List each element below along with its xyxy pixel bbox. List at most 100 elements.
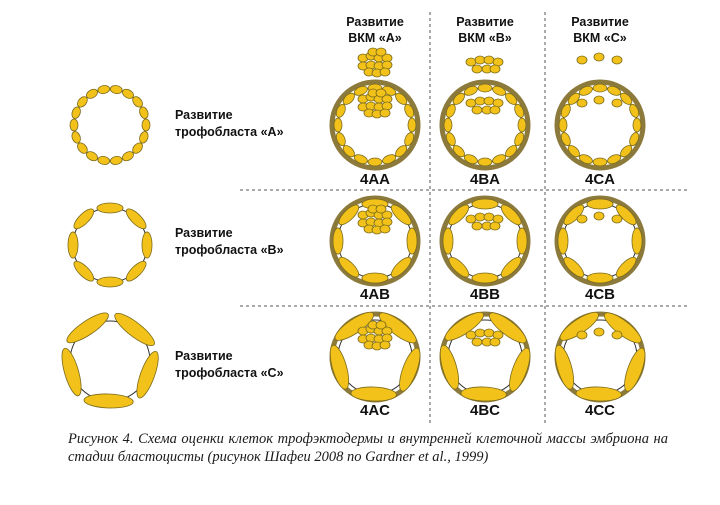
trophectoderm-cell	[452, 145, 465, 158]
grade-4aa: 4AA	[360, 171, 390, 188]
trophectoderm-cell	[463, 154, 478, 165]
trophectoderm-cell	[353, 85, 368, 96]
trophectoderm-cell	[139, 131, 149, 144]
icm-cell	[483, 96, 495, 106]
trophectoderm-cell	[97, 155, 111, 165]
trophectoderm-cell	[567, 92, 580, 105]
icm-cell	[483, 328, 495, 338]
trophectoderm-cell	[332, 227, 344, 255]
icm-cell	[576, 98, 588, 108]
trophoblast-row-labels: Развитие трофобласта «А» Развитие трофоб…	[175, 108, 284, 380]
icm-c-icon	[576, 52, 623, 65]
trophectoderm-cell	[632, 117, 642, 133]
trophectoderm-cell	[631, 227, 643, 255]
trophectoderm-cell	[139, 106, 149, 119]
icm-cell	[375, 47, 387, 57]
trophectoderm-cell	[477, 157, 493, 167]
trophectoderm-cell	[83, 393, 134, 409]
grade-4ca: 4CA	[585, 171, 615, 188]
trophectoderm-cell	[492, 85, 507, 96]
trophectoderm-cell	[578, 85, 593, 96]
trophectoderm-cell	[445, 103, 456, 118]
trophectoderm-cell	[378, 312, 417, 344]
trophectoderm-cell	[586, 198, 614, 210]
grid-dividers	[240, 12, 690, 425]
blastocyst-4ba	[439, 79, 531, 171]
icm-cell	[611, 98, 623, 108]
zona-pellucida	[554, 79, 646, 171]
grade-4bc: 4BC	[470, 402, 500, 419]
trophectoderm-cell	[592, 157, 608, 167]
icm-cell	[474, 55, 486, 65]
trophectoderm-cell	[404, 103, 415, 118]
icm-cell	[465, 98, 477, 108]
blastocyst-4aa	[329, 79, 421, 171]
trophectoderm-cell	[500, 204, 522, 226]
trophectoderm-cell	[73, 208, 95, 230]
trophectoderm-cell	[122, 88, 134, 99]
trophectoderm-cell	[71, 106, 81, 119]
trophectoderm-cell	[603, 312, 642, 344]
icm-header-c-line1: Развитие	[571, 15, 629, 29]
trophectoderm-cell	[477, 83, 493, 93]
trophectoderm-cell	[404, 132, 415, 147]
icm-cell	[576, 214, 588, 224]
trophectoderm-cell	[132, 96, 143, 108]
trophectoderm-cell	[125, 208, 147, 230]
blastocyst-4bb	[439, 195, 531, 287]
trophectoderm-cell	[77, 96, 88, 108]
trophectoderm-cell	[136, 351, 159, 399]
icm-cell	[489, 337, 501, 347]
trophectoderm-cell	[350, 386, 397, 402]
icm-cell	[375, 320, 387, 330]
trophectoderm-cell	[607, 85, 622, 96]
icm-header-b-line1: Развитие	[456, 15, 514, 29]
trophectoderm-cell	[335, 103, 346, 118]
trophectoderm-cell	[624, 347, 646, 392]
zona-pellucida	[329, 79, 421, 171]
trophoblast-c-line1: Развитие	[175, 349, 233, 363]
trophoblast-schematic-c	[61, 312, 159, 409]
trophectoderm-cell	[615, 256, 637, 278]
trophectoderm-cell	[86, 88, 98, 99]
icm-cell	[474, 328, 486, 338]
trophectoderm-cell	[560, 103, 571, 118]
trophectoderm-cell	[442, 227, 454, 255]
grade-4cb: 4CB	[585, 286, 615, 303]
icm-cell	[375, 204, 387, 214]
trophectoderm-cell	[471, 198, 499, 210]
icm-a-icon	[357, 47, 393, 78]
trophectoderm-cell	[342, 145, 355, 158]
trophectoderm-cell	[578, 154, 593, 165]
trophectoderm-cell	[109, 155, 123, 165]
icm-header-b-line2: ВКМ «В»	[458, 31, 512, 45]
zona-pellucida	[439, 79, 531, 171]
cell-figures	[61, 47, 646, 409]
zona-pellucida	[554, 195, 646, 287]
trophectoderm-cell	[629, 132, 640, 147]
icm-cell	[379, 224, 391, 234]
icm-cell	[471, 221, 483, 231]
figure-caption: Рисунок 4. Схема оценки клеток трофэктод…	[68, 431, 668, 465]
trophectoderm-cell	[505, 92, 518, 105]
trophectoderm-cell	[563, 256, 585, 278]
icm-cell	[379, 340, 391, 350]
icm-header-a-line2: ВКМ «А»	[348, 31, 402, 45]
trophectoderm-cell	[407, 117, 417, 133]
icm-cell	[489, 221, 501, 231]
trophectoderm-cell	[338, 204, 360, 226]
trophectoderm-cell	[335, 132, 346, 147]
icm-cell	[471, 337, 483, 347]
trophectoderm-cell	[109, 85, 123, 95]
icm-cell	[611, 214, 623, 224]
icm-cell	[576, 330, 588, 340]
trophectoderm-cell	[471, 272, 499, 284]
trophectoderm-cell	[463, 85, 478, 96]
trophectoderm-cell	[395, 145, 408, 158]
trophectoderm-cell	[509, 347, 531, 392]
grade-4ab: 4AB	[360, 286, 390, 303]
icm-cell	[593, 327, 605, 337]
trophectoderm-cell	[141, 231, 153, 259]
icm-column-headers: Развитие ВКМ «А» Развитие ВКМ «В» Развит…	[346, 15, 629, 45]
icm-cell	[489, 64, 501, 74]
